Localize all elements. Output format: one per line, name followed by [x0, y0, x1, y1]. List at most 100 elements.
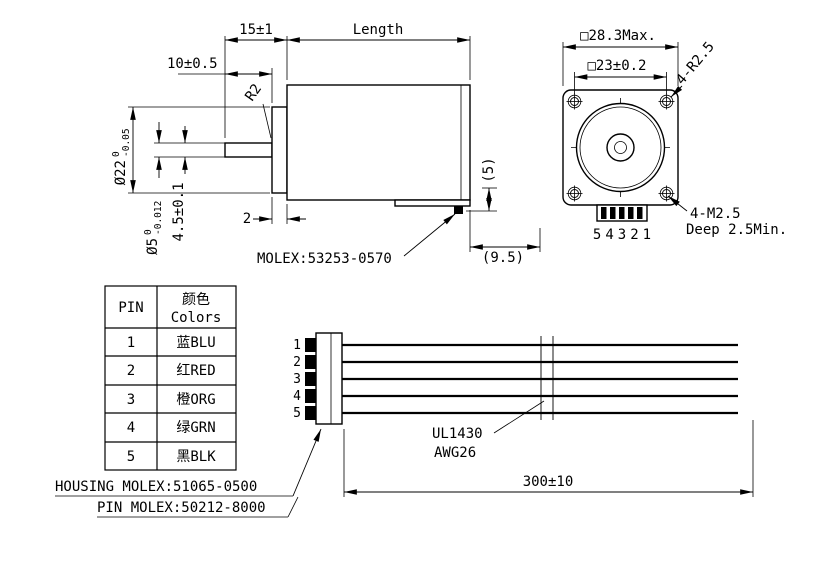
tolerance-lower: -0.012 [153, 201, 164, 235]
wire-spec-callout: UL1430 AWG26 [432, 400, 545, 461]
dim-connector-height: (5) [466, 157, 497, 212]
table-row: 5 黑BLK [127, 449, 216, 465]
table-border [104, 285, 237, 471]
harness-connector [305, 332, 343, 425]
cell-color: 黑BLK [176, 449, 216, 465]
connector-tooth [637, 207, 643, 219]
fillet-callout: R2 [242, 81, 272, 139]
dim-boss-diameter: Ø22 0 -0.05 [111, 106, 270, 194]
leader-line [287, 496, 299, 518]
harness-pin-label: 1 [293, 338, 301, 353]
dim-text: □28.3Max. [580, 28, 656, 44]
front-view: □28.3Max. □23±0.2 4-R2.5 54321 [562, 28, 787, 243]
motor-connector-pin [454, 206, 463, 214]
connector-tooth [619, 207, 625, 219]
ref-label: (5) [481, 157, 497, 182]
leader-line [670, 85, 683, 98]
pin-label: PIN MOLEX:50212-8000 [97, 500, 266, 516]
dim-text: Length [353, 22, 404, 38]
motor-pilot-boss [271, 106, 288, 194]
cell-color: 橙ORG [176, 392, 215, 408]
front-connector: 54321 [593, 204, 655, 243]
dim-text: 2 [243, 211, 251, 227]
cell-color: 红RED [176, 363, 215, 379]
table-row: 2 红RED [127, 363, 216, 379]
flat-label: 4.5±0.1 [171, 182, 187, 241]
dim-shaft-total: 15±1 [224, 22, 288, 138]
dim-body-length: Length [287, 22, 471, 80]
dim-text: Ø5 [145, 238, 161, 255]
corner-radius-label: 4-R2.5 [673, 39, 718, 88]
cell-pin: 4 [127, 420, 135, 436]
table-header-pin: PIN [118, 300, 143, 316]
leader-line [403, 213, 456, 257]
dim-outer-size: □28.3Max. [562, 28, 679, 86]
dim-text: □23±0.2 [587, 58, 646, 74]
dim-text: 4.5±0.1 [171, 182, 187, 241]
harness-pin-label: 5 [293, 406, 301, 421]
tap-callout: 4-M2.5 Deep 2.5Min. [667, 195, 787, 238]
shaft-circle [614, 141, 627, 154]
motor-shaft [224, 142, 273, 158]
harness-pin-label: 4 [293, 389, 301, 404]
dim-text: 10±0.5 [167, 56, 218, 72]
dim-cable-length: 300±10 [343, 420, 754, 497]
dim-hole-spacing: □23±0.2 [574, 58, 667, 94]
table-row: 1 蓝BLU [127, 335, 216, 351]
harness-pin-label: 3 [293, 372, 301, 387]
wire-spec-line1: UL1430 [432, 426, 483, 442]
connector-tooth [601, 207, 607, 219]
leader-line [262, 103, 272, 139]
fillet-label: R2 [242, 81, 265, 104]
pin-callout: PIN MOLEX:50212-8000 [97, 496, 299, 518]
cell-pin: 2 [127, 363, 135, 379]
dim-text: 15±1 [239, 22, 273, 38]
leader-line [292, 428, 322, 497]
body-circle-inner [579, 106, 662, 189]
hub-circle [606, 133, 635, 162]
table-row: 4 绿GRN [127, 420, 216, 436]
cell-color: 蓝BLU [176, 335, 215, 351]
crimp-pin [305, 338, 316, 352]
harness-pin-label: 2 [293, 355, 301, 370]
tolerance-upper: 0 [143, 229, 154, 235]
dim-text: Ø22 [113, 160, 129, 185]
motor-body [286, 84, 471, 201]
dim-connector-offset: (9.5) [469, 210, 541, 266]
housing-callout: HOUSING MOLEX:51065-0500 [55, 428, 322, 497]
table-row: 3 橙ORG [127, 392, 216, 408]
cell-color: 绿GRN [176, 420, 215, 436]
leader-line [493, 400, 545, 434]
tolerance-lower: -0.05 [121, 128, 132, 157]
connector-label: MOLEX:53253-0570 [257, 251, 392, 267]
mounting-hole [566, 185, 583, 202]
table-header-color-cn: 颜色 [182, 291, 210, 308]
dim-text: 300±10 [523, 474, 574, 490]
dim-boss-step: 2 [243, 197, 306, 227]
housing-body [315, 332, 343, 425]
motor-connector-plate [394, 199, 471, 207]
mounting-hole [658, 185, 675, 202]
mounting-holes [566, 93, 675, 202]
tolerance-upper: 0 [111, 151, 122, 157]
mounting-hole [566, 93, 583, 110]
connector-tooth [610, 207, 616, 219]
connector-pin-numbers: 54321 [593, 227, 655, 243]
dim-shaft-diameter: Ø5 0 -0.012 [143, 122, 225, 255]
crimp-pin [305, 389, 316, 403]
pin-table: PIN 颜色 Colors 1 蓝BLU 2 红RED 3 橙ORG 4 绿GR… [104, 285, 237, 471]
cell-pin: 1 [127, 335, 135, 351]
dia22-label: Ø22 0 -0.05 [111, 128, 132, 185]
dim-text: (9.5) [482, 250, 524, 266]
dim-text: 4-R2.5 [673, 39, 718, 88]
crimp-pin [305, 406, 316, 420]
mounting-hole [658, 93, 675, 110]
molex-callout: MOLEX:53253-0570 [257, 213, 456, 267]
dim-text: R2 [242, 81, 265, 104]
dia5-label: Ø5 0 -0.012 [143, 201, 164, 255]
housing-label: HOUSING MOLEX:51065-0500 [55, 479, 257, 495]
dim-text: (5) [481, 157, 497, 182]
crimp-pin [305, 355, 316, 369]
